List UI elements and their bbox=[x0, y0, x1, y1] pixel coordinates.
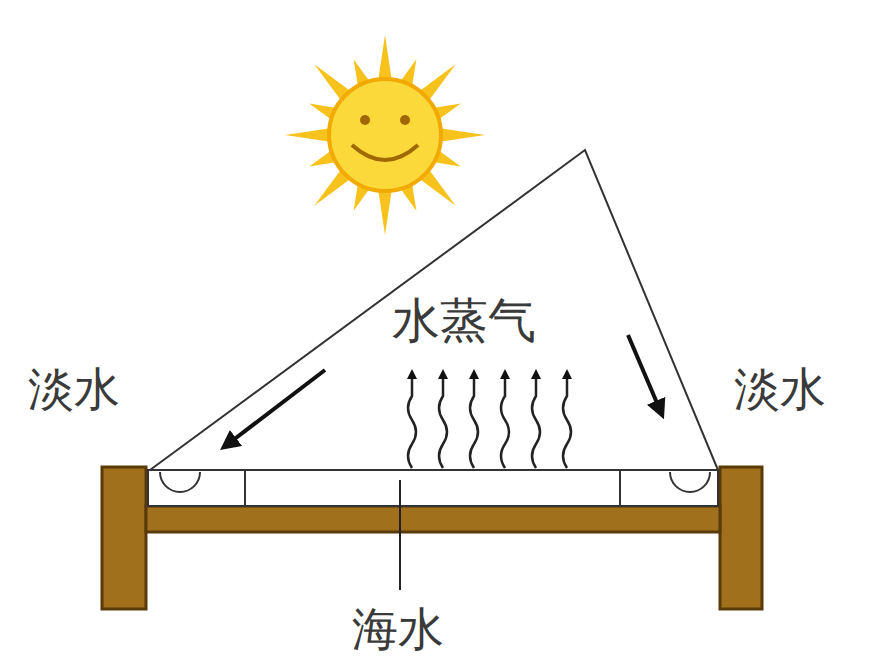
sun bbox=[285, 35, 485, 235]
vapor-label: 水蒸气 bbox=[392, 296, 536, 344]
seawater-tray bbox=[148, 470, 718, 506]
vapor-arrow bbox=[408, 374, 416, 468]
fresh-water-label: 淡水 bbox=[734, 366, 826, 412]
leader-line bbox=[399, 480, 401, 590]
seawater-label: 海水 bbox=[352, 606, 444, 652]
fresh-water-label: 淡水 bbox=[28, 366, 120, 412]
sun-ray bbox=[285, 128, 334, 143]
vapor-arrow bbox=[501, 374, 509, 468]
sun-ray bbox=[378, 186, 393, 235]
vapor-arrow bbox=[563, 374, 571, 468]
sun-ray bbox=[436, 128, 485, 143]
glass-cover bbox=[150, 150, 718, 470]
vapor-arrow bbox=[439, 374, 447, 468]
vapor-arrows bbox=[408, 374, 571, 468]
sun-ray bbox=[378, 35, 393, 84]
vapor-arrow bbox=[532, 374, 540, 468]
vapor-arrow bbox=[470, 374, 478, 468]
flow-arrow bbox=[228, 370, 325, 444]
flow-arrow bbox=[628, 335, 660, 410]
support-frame bbox=[102, 467, 762, 609]
